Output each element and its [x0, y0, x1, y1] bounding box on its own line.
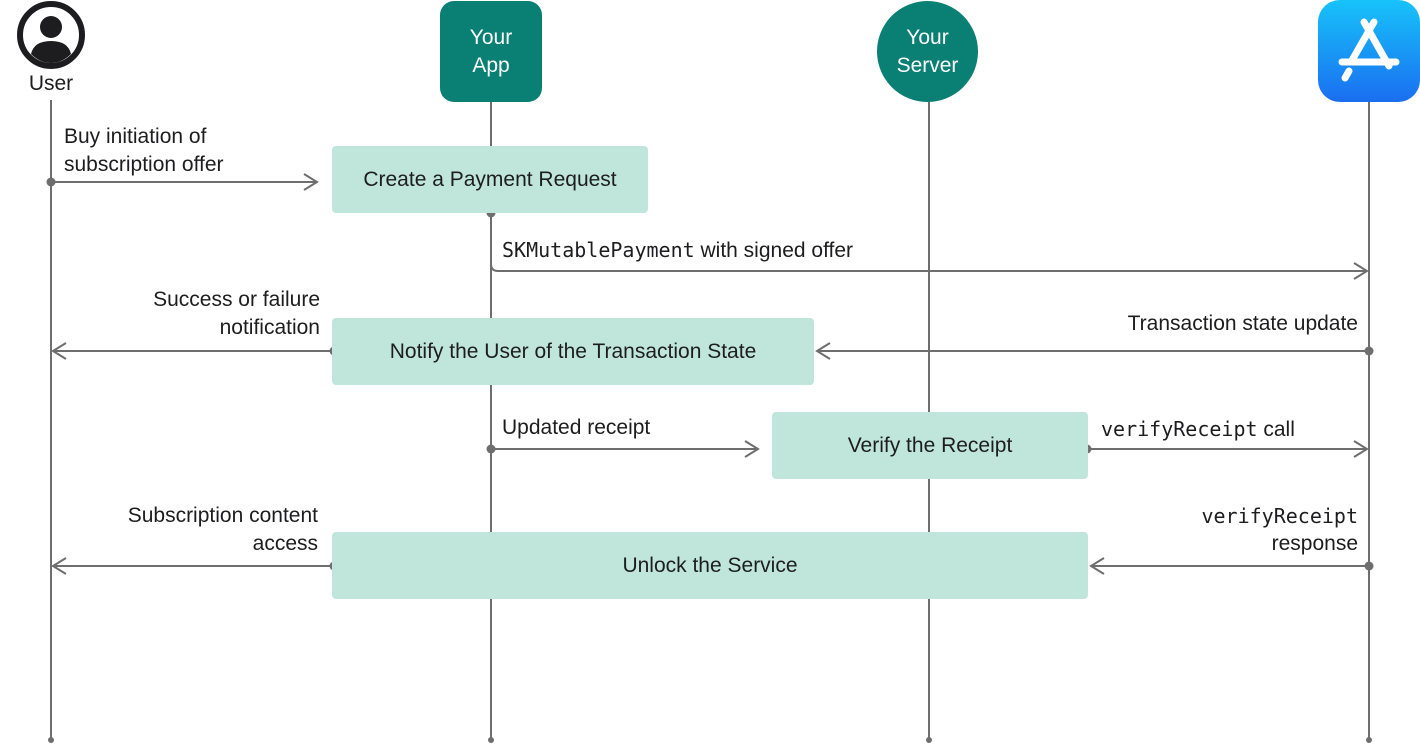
buy-initiation-label: Buy initiation of subscription offer	[64, 123, 224, 179]
verify-response-arrowhead	[1089, 557, 1105, 575]
verify-response-text: response	[1271, 532, 1358, 555]
create-payment-request-box: Create a Payment Request	[332, 146, 648, 213]
skmutable-payment-label: SKMutablePayment with signed offer	[502, 236, 853, 265]
verify-call-text: call	[1257, 418, 1295, 441]
user-circle-icon	[17, 1, 85, 69]
dot	[1364, 561, 1374, 571]
transaction-arrowhead	[815, 342, 831, 360]
content-access-line1: Subscription content	[127, 504, 318, 527]
unlock-service-box: Unlock the Service	[332, 532, 1088, 599]
content-access-line2: access	[252, 532, 318, 555]
skmutable-code: SKMutablePayment	[502, 238, 695, 262]
notify-user-box: Notify the User of the Transaction State	[332, 318, 814, 385]
success-failure-label: Success or failure notification	[60, 286, 320, 342]
success-line1: Success or failure	[153, 288, 320, 311]
updated-receipt-label: Updated receipt	[502, 416, 651, 439]
content-arrowhead	[51, 557, 67, 575]
your-server-actor: Your Server	[877, 1, 978, 102]
buy-arrowhead	[303, 173, 319, 191]
end-dot	[926, 737, 932, 743]
app-store-icon	[1338, 18, 1400, 82]
success-line2: notification	[219, 316, 320, 339]
verify-receipt-box: Verify the Receipt	[772, 412, 1088, 479]
transaction-update-label: Transaction state update	[1127, 312, 1358, 335]
user-label: User	[28, 72, 74, 95]
content-access-label: Subscription content access	[60, 502, 318, 558]
your-app-actor: Your App	[440, 1, 542, 102]
dot	[46, 177, 56, 187]
verify-call-code: verifyReceipt	[1101, 417, 1258, 441]
skmutable-text: with signed offer	[694, 239, 854, 262]
verify-response-code: verifyReceipt	[1201, 504, 1358, 528]
verify-call-label: verifyReceipt call	[1101, 415, 1295, 444]
app-label-line1: Your	[469, 25, 513, 49]
app-label-line2: App	[472, 53, 510, 77]
server-label-line2: Server	[896, 53, 959, 77]
receipt-arrowhead	[744, 440, 760, 458]
notify-arrowhead	[51, 342, 67, 360]
buy-initiation-line2: subscription offer	[64, 153, 224, 176]
verify-response-label: verifyReceipt response	[1100, 502, 1358, 558]
buy-initiation-line1: Buy initiation of	[64, 125, 207, 148]
end-dot	[488, 737, 494, 743]
server-label-line1: Your	[906, 25, 949, 49]
payment-arrow	[490, 213, 1366, 272]
dot	[1364, 346, 1374, 356]
payment-arrowhead	[1353, 262, 1369, 280]
end-dot	[1366, 737, 1372, 743]
dot	[486, 444, 496, 454]
app-store-actor	[1318, 0, 1420, 102]
verify-call-arrowhead	[1353, 440, 1369, 458]
end-dot	[48, 737, 54, 743]
